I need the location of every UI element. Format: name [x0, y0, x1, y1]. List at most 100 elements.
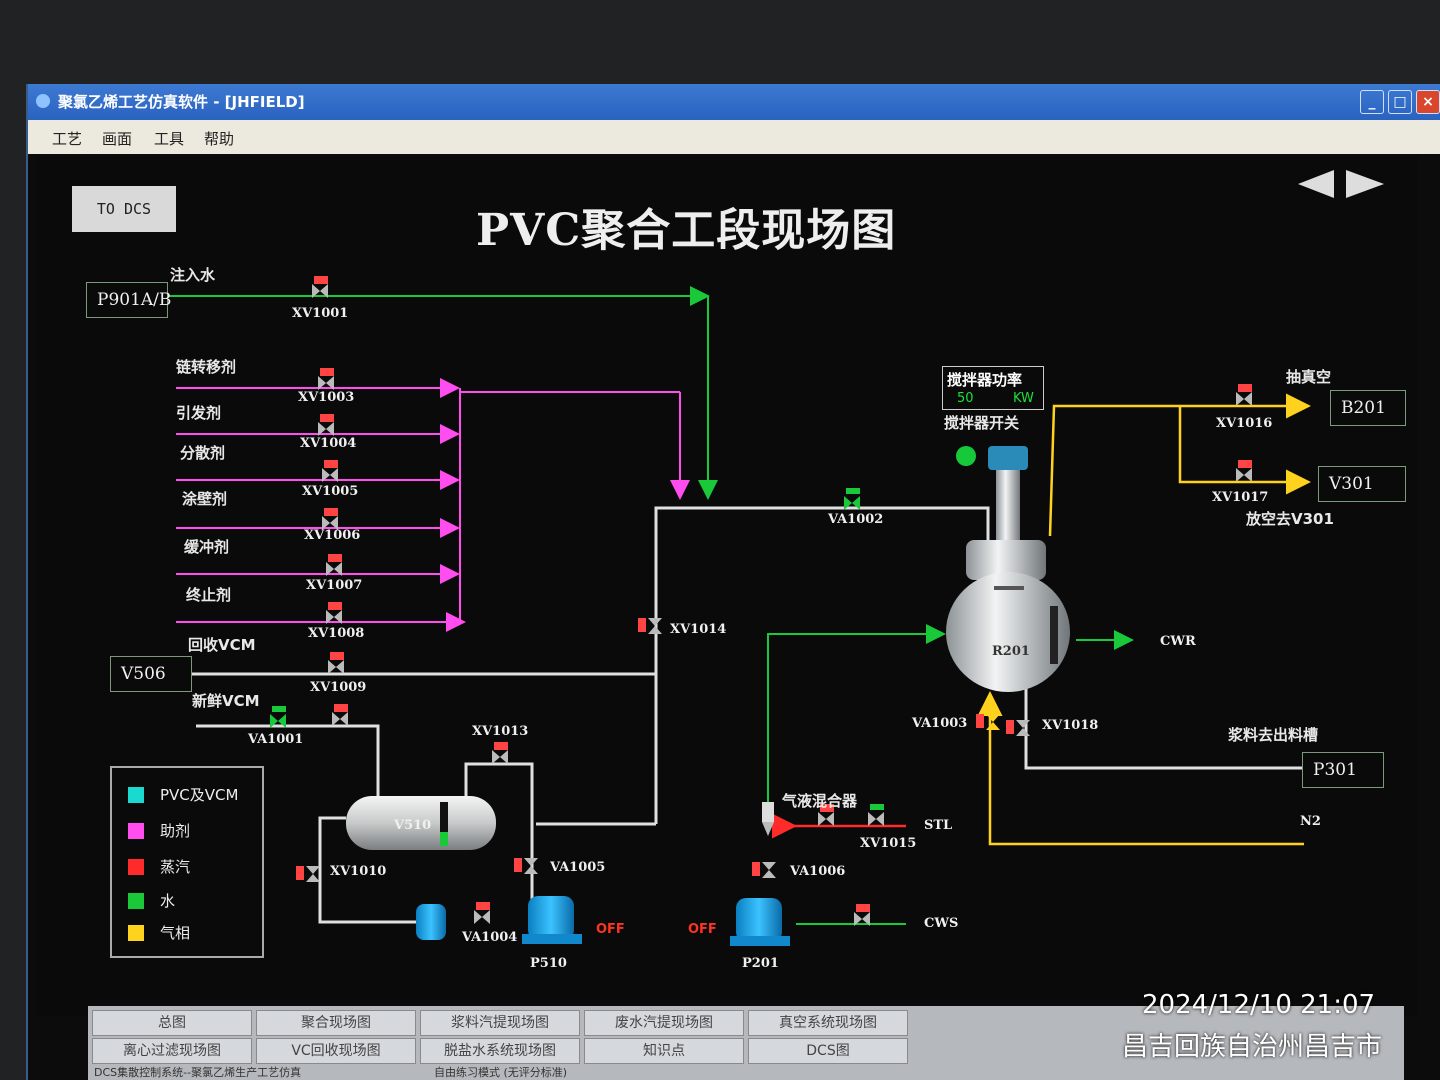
valve-stl-1-icon[interactable]	[818, 804, 834, 826]
valve-xv1005-icon[interactable]	[322, 460, 338, 482]
reactor-r201[interactable]	[946, 446, 1070, 692]
valve-xv-vcm-icon[interactable]	[332, 704, 348, 726]
valve-xv1007-icon[interactable]	[326, 554, 342, 576]
source-v506[interactable]: V506	[110, 656, 192, 692]
filter-pump-icon	[416, 904, 446, 940]
valve-va1006-icon[interactable]	[752, 862, 776, 878]
nav-vacuum-system[interactable]: 真空系统现场图	[748, 1010, 908, 1036]
label-wall-coat: 涂壁剂	[182, 490, 228, 508]
nav-dcs[interactable]: DCS图	[748, 1038, 908, 1064]
prev-page-icon[interactable]	[1298, 170, 1334, 198]
valve-xv1010-icon[interactable]	[296, 866, 320, 882]
label-stl: STL	[924, 818, 953, 833]
menu-tools[interactable]: 工具	[154, 130, 185, 148]
tag-xv1004: XV1004	[300, 436, 357, 451]
cooling-lines	[767, 624, 1134, 925]
menu-process[interactable]: 工艺	[52, 130, 83, 148]
label-cwr: CWR	[1160, 634, 1196, 649]
process-canvas: TO DCS PVC聚合工段现场图	[36, 156, 1418, 1016]
close-button[interactable]: ×	[1416, 90, 1440, 114]
pump-p510[interactable]	[522, 896, 582, 944]
valve-va1003-icon[interactable]	[976, 714, 1000, 730]
pvc-lines	[186, 506, 1306, 924]
label-terminator: 终止剂	[186, 586, 232, 604]
tag-r201: R201	[992, 644, 1030, 659]
nav-slurry-stripping[interactable]: 浆料汽提现场图	[420, 1010, 580, 1036]
valve-xv1016-icon[interactable]	[1236, 384, 1252, 406]
valve-xv1018-icon[interactable]	[1006, 720, 1030, 736]
tag-xv1018: XV1018	[1042, 718, 1099, 733]
tag-xv1003: XV1003	[298, 390, 355, 405]
source-p901[interactable]: P901A/B	[86, 282, 171, 318]
tag-xv1017: XV1017	[1212, 490, 1269, 505]
label-vent-v301: 放空去V301	[1246, 510, 1334, 528]
tank-v510[interactable]	[346, 796, 496, 850]
valve-xv1017-icon[interactable]	[1236, 460, 1252, 482]
nav-wastewater-stripping[interactable]: 废水汽提现场图	[584, 1010, 744, 1036]
label-n2: N2	[1300, 814, 1321, 829]
tag-p510: P510	[530, 956, 567, 971]
status-p510[interactable]: OFF	[596, 922, 625, 937]
valve-xv1015-icon[interactable]	[868, 804, 884, 826]
label-inject-water: 注入水	[170, 266, 216, 284]
valve-xv1001-icon[interactable]	[312, 276, 328, 298]
label-cws: CWS	[924, 916, 959, 931]
label-slurry-out: 浆料去出料槽	[1228, 726, 1319, 744]
gas-lines	[977, 393, 1311, 846]
page-nav-arrows	[1298, 170, 1384, 198]
title-bar: 聚氯乙烯工艺仿真软件 - [JHFIELD] _ □ ×	[28, 84, 1440, 120]
legend-swatch-steam	[128, 859, 144, 875]
tag-xv1001: XV1001	[292, 306, 349, 321]
photo-location: 昌吉回族自治州昌吉市	[1122, 1032, 1383, 1062]
nav-polymerization[interactable]: 聚合现场图	[256, 1010, 416, 1036]
valve-xv1014-icon[interactable]	[638, 618, 662, 634]
valve-xv1004-icon[interactable]	[318, 414, 334, 436]
dest-b201[interactable]: B201	[1330, 390, 1406, 426]
menu-screen[interactable]: 画面	[102, 130, 133, 148]
menu-help[interactable]: 帮助	[204, 130, 235, 148]
agitator-power-unit: KW	[1013, 391, 1034, 406]
label-chain-transfer: 链转移剂	[176, 358, 237, 376]
valve-xv1006-icon[interactable]	[322, 508, 338, 530]
valve-va1001-icon[interactable]	[270, 706, 286, 728]
label-buffer: 缓冲剂	[184, 538, 230, 556]
pump-p201[interactable]	[730, 898, 790, 946]
nav-vc-recovery[interactable]: VC回收现场图	[256, 1038, 416, 1064]
agitator-power-title: 搅拌器功率	[947, 371, 1023, 389]
nav-centrifuge[interactable]: 离心过滤现场图	[92, 1038, 252, 1064]
tag-xv1005: XV1005	[302, 484, 359, 499]
tag-xv1007: XV1007	[306, 578, 363, 593]
valve-va1005-icon[interactable]	[514, 858, 538, 874]
legend: PVC及VCM 助剂 蒸汽 水 气相	[110, 766, 264, 958]
tag-xv1014: XV1014	[670, 622, 727, 637]
valve-xv1003-icon[interactable]	[318, 368, 334, 390]
tag-xv1009: XV1009	[310, 680, 367, 695]
to-dcs-button[interactable]: TO DCS	[72, 186, 176, 232]
dest-v301[interactable]: V301	[1318, 466, 1406, 502]
maximize-button[interactable]: □	[1388, 90, 1412, 114]
legend-swatch-gas	[128, 925, 144, 941]
app-icon	[36, 94, 50, 108]
agitator-switch-toggle[interactable]	[956, 446, 976, 466]
status-p201[interactable]: OFF	[688, 922, 717, 937]
nav-knowledge[interactable]: 知识点	[584, 1038, 744, 1064]
valve-xv1008-icon[interactable]	[326, 602, 342, 624]
nav-overview[interactable]: 总图	[92, 1010, 252, 1036]
menu-bar: 工艺 画面 工具 帮助	[28, 120, 1440, 154]
tag-xv1016: XV1016	[1216, 416, 1273, 431]
valve-xv1009-icon[interactable]	[328, 652, 344, 674]
tag-va1005: VA1005	[550, 860, 606, 875]
next-page-icon[interactable]	[1346, 170, 1384, 198]
valve-xv1013-icon[interactable]	[492, 742, 508, 764]
minimize-button[interactable]: _	[1360, 90, 1384, 114]
tag-va1006: VA1006	[790, 864, 846, 879]
dest-p301[interactable]: P301	[1302, 752, 1384, 788]
valve-va1004-icon[interactable]	[474, 902, 490, 924]
label-agitator-switch: 搅拌器开关	[944, 414, 1020, 432]
nav-demin-water[interactable]: 脱盐水系统现场图	[420, 1038, 580, 1064]
tag-xv1010: XV1010	[330, 864, 387, 879]
valve-va1002-icon[interactable]	[844, 488, 860, 510]
valve-cws-icon[interactable]	[854, 904, 870, 926]
legend-swatch-water	[128, 893, 144, 909]
